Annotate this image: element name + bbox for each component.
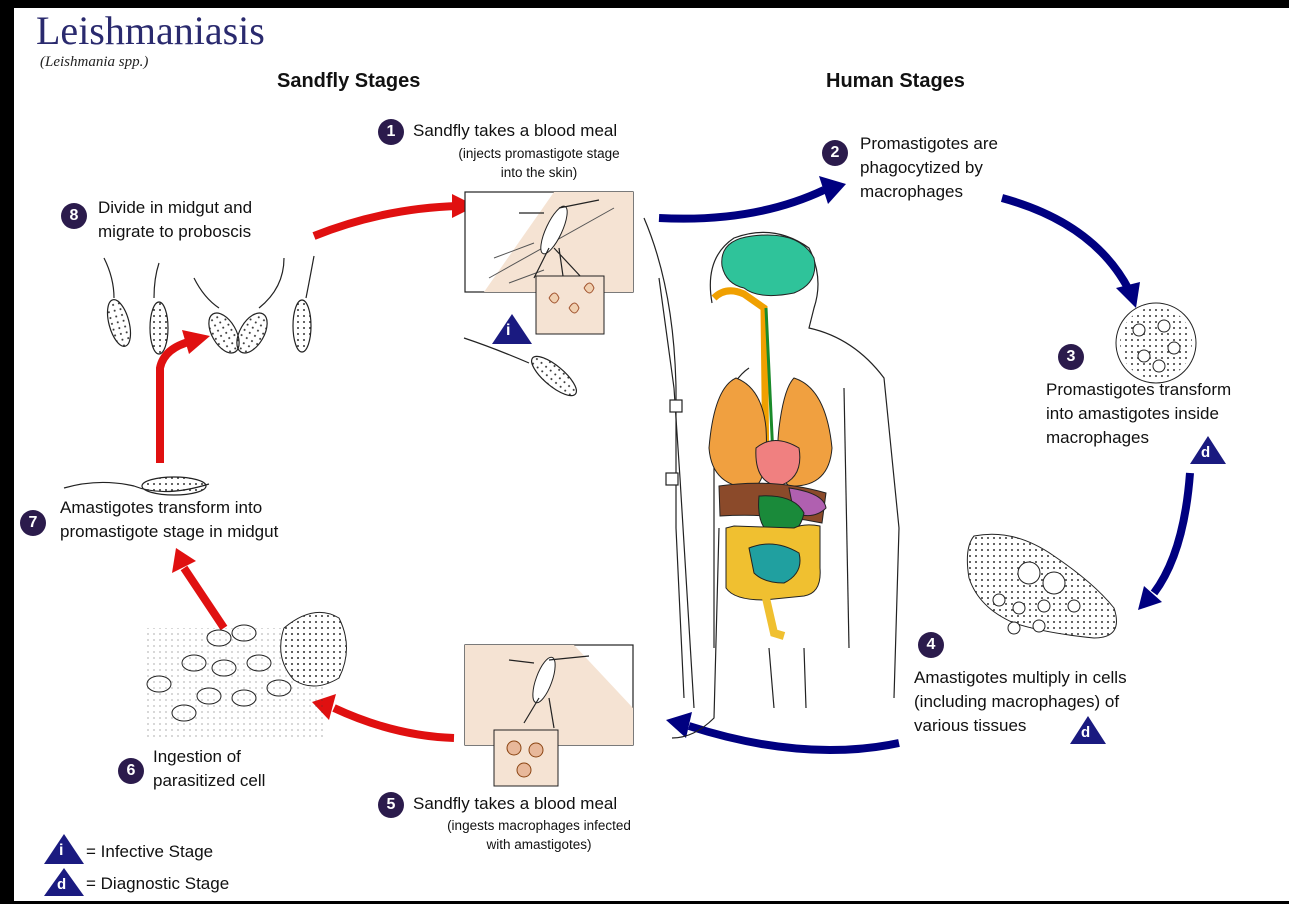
sandfly-feeding-box-top <box>465 192 633 334</box>
step-3-line2: into amastigotes inside <box>1046 402 1219 426</box>
step-4-number: 4 <box>918 632 944 658</box>
page-title: Leishmaniasis <box>36 8 265 54</box>
page-subtitle: (Leishmania spp.) <box>40 54 148 71</box>
arrow-3-to-4 <box>1154 473 1190 593</box>
infected-tissue-cells <box>967 534 1116 638</box>
step-1-text: Sandfly takes a blood meal <box>413 119 617 143</box>
step-2-line1: Promastigotes are <box>860 132 998 156</box>
legend-infective-icon: i <box>59 842 63 860</box>
diagram-panel: Leishmaniasis (Leishmania spp.) Sandfly … <box>14 8 1289 901</box>
arrow-head-4-to-5 <box>666 712 692 738</box>
step-5-note-line2: with amastigotes) <box>414 835 664 855</box>
arrow-head-2-to-3 <box>1116 282 1140 308</box>
step-3-line3: macrophages <box>1046 426 1149 450</box>
step-7-number: 7 <box>20 510 46 536</box>
step-4-line1: Amastigotes multiply in cells <box>914 666 1127 690</box>
step-3-number: 3 <box>1058 344 1084 370</box>
legend-infective-text: = Infective Stage <box>86 842 213 862</box>
step-1-note-line1: (injects promastigote stage <box>414 144 664 164</box>
step-2-line2: phagocytized by <box>860 156 983 180</box>
step-8-line1: Divide in midgut and <box>98 196 252 220</box>
arrow-7-to-8 <box>160 341 192 463</box>
diagnostic-badge-step3: d <box>1201 444 1210 461</box>
arrow-5-to-6 <box>334 708 454 738</box>
step-6-number: 6 <box>118 758 144 784</box>
step-7-line2: promastigote stage in midgut <box>60 520 278 544</box>
step-1-number: 1 <box>378 119 404 145</box>
step-4-line2: (including macrophages) of <box>914 690 1119 714</box>
macrophage-amastigotes <box>1116 303 1196 383</box>
arrow-4-to-5 <box>689 726 899 750</box>
arrow-2-to-3 <box>1002 198 1129 290</box>
arrow-head-7-to-8 <box>182 330 210 354</box>
step-3-line1: Promastigotes transform <box>1046 378 1231 402</box>
step-5-note-line1: (ingests macrophages infected <box>414 816 664 836</box>
step-8-number: 8 <box>61 203 87 229</box>
step-5-text: Sandfly takes a blood meal <box>413 792 617 816</box>
step-6-line1: Ingestion of <box>153 745 241 769</box>
sandfly-feeding-box-bottom <box>465 645 633 786</box>
infective-badge-step1: i <box>506 322 510 340</box>
step-2-line3: macrophages <box>860 180 963 204</box>
step-2-number: 2 <box>822 140 848 166</box>
legend-diagnostic-icon: d <box>57 876 66 893</box>
step-6-line2: parasitized cell <box>153 769 265 793</box>
legend-diagnostic-text: = Diagnostic Stage <box>86 874 229 894</box>
parasitized-cells <box>144 612 347 738</box>
diagnostic-badge-step4: d <box>1081 724 1090 741</box>
step-7-line1: Amastigotes transform into <box>60 496 262 520</box>
arrow-1-to-2 <box>659 190 824 219</box>
step-4-line3: various tissues <box>914 714 1026 738</box>
heading-sandfly-stages: Sandfly Stages <box>277 70 420 93</box>
step-8-line2: migrate to proboscis <box>98 220 251 244</box>
step-5-number: 5 <box>378 792 404 818</box>
arrow-8-to-1 <box>314 206 459 236</box>
step-1-note-line2: into the skin) <box>414 163 664 183</box>
human-organs <box>709 235 832 636</box>
arrow-6-to-7 <box>184 568 224 628</box>
heading-human-stages: Human Stages <box>826 70 965 93</box>
